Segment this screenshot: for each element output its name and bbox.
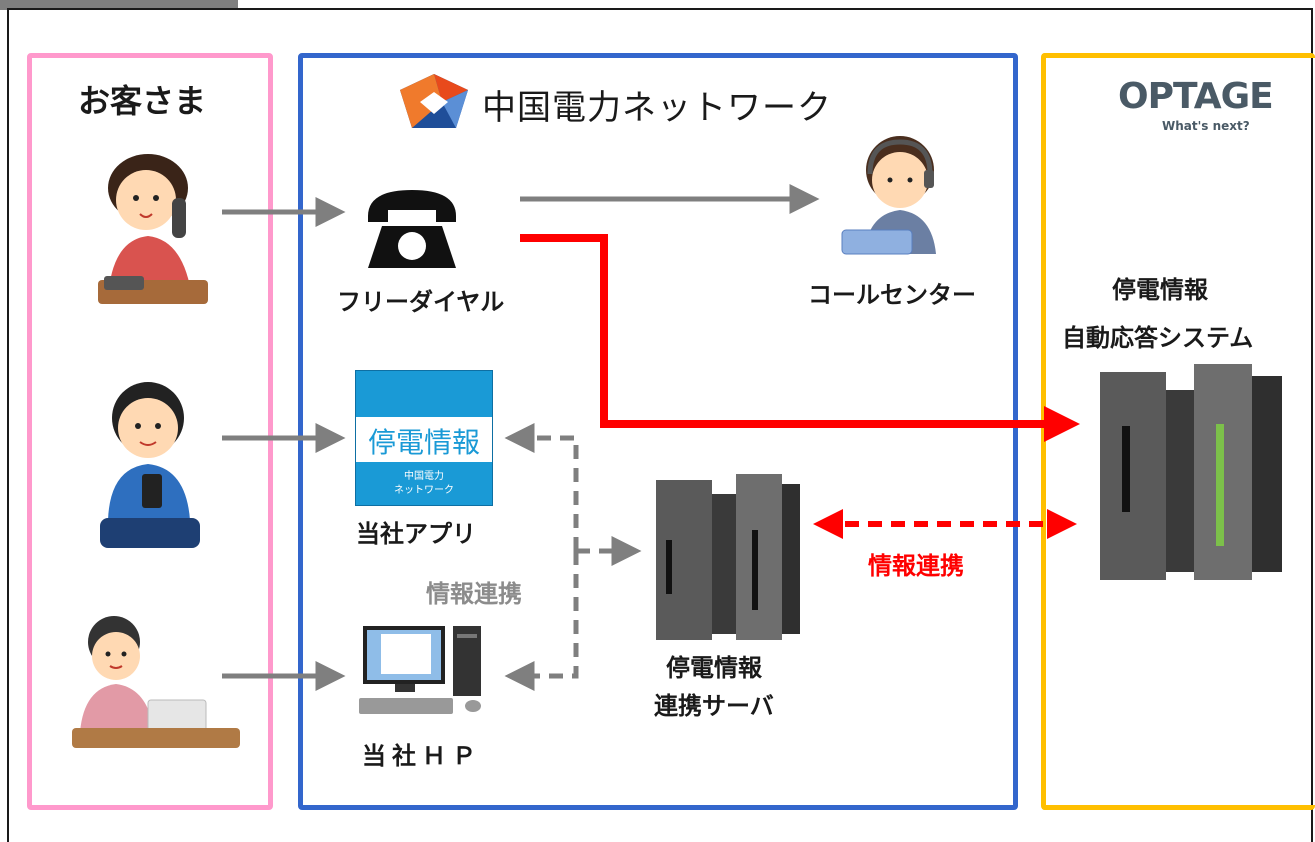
call-center-label: コールセンター [808,281,976,309]
optage-logo: OPTAGE [1118,76,1274,117]
customers-title: お客さま [78,82,207,120]
customers-panel [27,53,273,810]
app-icon-sub2: ネットワーク [394,485,454,496]
info-link-gray-label: 情報連携 [426,580,522,608]
slide-frame [7,8,1313,842]
hp-label: 当社ＨＰ [362,742,482,770]
customer-laptop-elder-icon [72,616,240,748]
customer-smartphone-boy-icon [100,382,200,548]
chugoku-network-logo-icon [400,74,468,128]
optage-panel [1041,53,1315,810]
link-server-icon [656,474,800,640]
customer-phone-woman-icon [98,154,208,304]
free-dial-label: フリーダイヤル [337,288,505,316]
pc-icon [359,626,481,714]
link-server-label-line2: 連携サーバ [654,692,774,720]
network-panel [298,53,1018,810]
link-server-label-line1: 停電情報 [666,654,762,682]
auto-system-label-line2: 自動応答システム [1062,324,1254,352]
header-tab [0,0,238,10]
arrow-freedial-to-autosystem [520,234,1080,442]
app-icon: 停電情報 中国電力 ネットワーク [355,370,493,506]
phone-icon [368,190,456,268]
auto-response-server-icon [1100,364,1282,580]
info-link-red-label: 情報連携 [868,552,964,580]
dashed-link-app [504,423,579,551]
auto-system-label-line1: 停電情報 [1112,276,1208,304]
optage-tagline: What's next? [1162,119,1250,133]
app-label: 当社アプリ [356,520,476,548]
call-center-operator-icon [841,136,936,255]
app-icon-sub1: 中国電力 [404,471,444,482]
dashed-link-hp [504,551,579,691]
app-icon-title: 停電情報 [367,426,480,459]
network-company-name: 中国電力ネットワーク [482,88,832,128]
